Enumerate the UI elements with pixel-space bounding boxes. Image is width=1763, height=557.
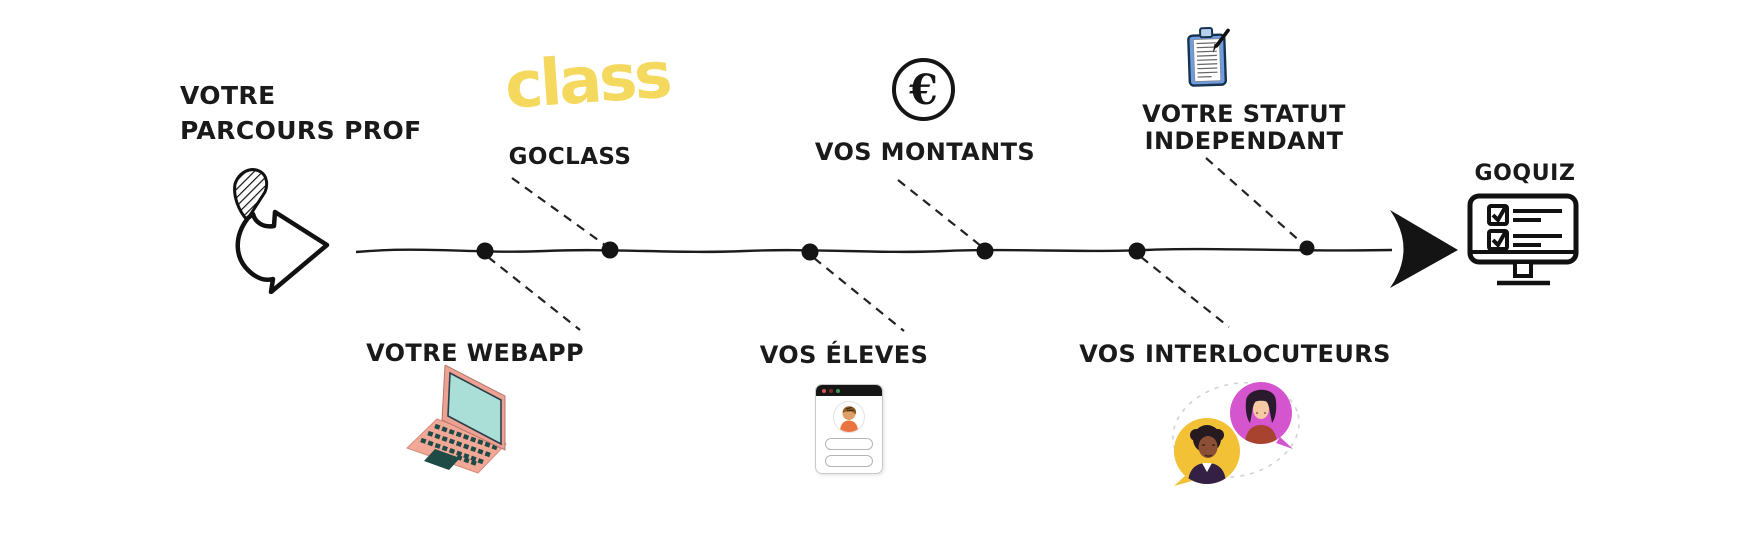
timeline-dot-1: [476, 242, 494, 260]
statut-label-line2: INDEPENDANT: [1144, 127, 1344, 155]
window-dot-maroon: [829, 388, 833, 393]
milestone-parcours-label: VOTRE PARCOURS PROF: [180, 78, 422, 148]
arrowhead-icon: [1390, 210, 1458, 288]
chat-avatars-icon: [1172, 381, 1300, 486]
timeline-dot-2: [601, 241, 619, 259]
laptop-icon: [406, 365, 507, 474]
milestone-montants-label: VOS MONTANTS: [814, 138, 1036, 166]
goclass-logo: class: [502, 38, 672, 124]
milestone-goclass-label: GOCLASS: [508, 144, 632, 170]
card-field-2: [825, 455, 873, 467]
window-dot-green: [836, 388, 840, 393]
milestone-webapp-label: VOTRE WEBAPP: [366, 339, 584, 367]
milestone-goquiz-label: GOQUIZ: [1474, 161, 1576, 186]
milestone-interlocuteurs-label: VOS INTERLOCUTEURS: [1079, 340, 1391, 368]
parcours-label-line1: VOTRE: [180, 81, 276, 110]
connector-webapp: [487, 256, 581, 331]
milestone-statut-label: VOTRE STATUT INDEPENDANT: [1128, 101, 1360, 155]
milestone-eleves-label: VOS ÉLEVES: [759, 341, 929, 369]
connector-eleves: [813, 257, 905, 332]
timeline-dot-5: [1128, 242, 1146, 260]
parcours-label-line2: PARCOURS PROF: [180, 116, 422, 145]
connector-goclass: [511, 177, 606, 246]
connector-montants: [897, 179, 982, 247]
euro-glyph: €: [909, 65, 938, 114]
connector-interlocuteurs: [1140, 256, 1230, 328]
doodle-arrow-icon: [233, 168, 330, 294]
connector-statut: [1205, 157, 1303, 244]
timeline-dot-3: [801, 243, 819, 261]
euro-circle-icon: €: [892, 58, 955, 121]
statut-label-line1: VOTRE STATUT: [1142, 100, 1346, 128]
card-field-1: [825, 438, 873, 450]
profile-card-icon: [815, 384, 883, 474]
timeline-dot-6: [1299, 240, 1315, 256]
clipboard-pen-icon: [1187, 27, 1230, 87]
window-bar: [816, 385, 882, 396]
window-dot-red: [822, 388, 826, 393]
student-avatar: [833, 401, 865, 433]
quiz-monitor-icon: [1467, 193, 1579, 286]
timeline-dot-4: [976, 242, 994, 260]
timeline-line: [355, 247, 1393, 254]
